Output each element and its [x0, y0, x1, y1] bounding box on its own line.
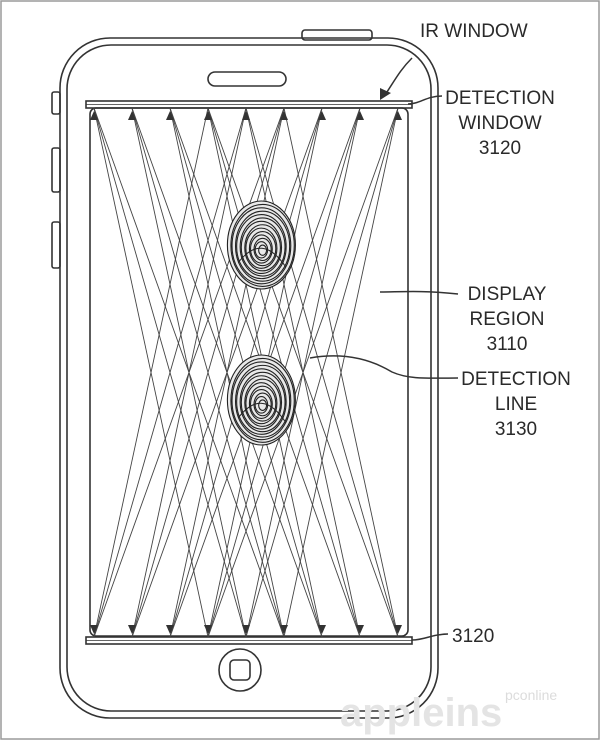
emitter-arrow-top	[166, 111, 174, 120]
emitter-arrow-top	[356, 111, 364, 120]
emitter-arrow-bottom	[242, 625, 250, 634]
fingerprint-ridge	[240, 220, 283, 274]
fingerprint-ridge	[230, 357, 295, 443]
home-button-icon	[218, 648, 262, 692]
display-region-label-line3: 3110	[487, 334, 528, 355]
fingerprint-ridge	[249, 389, 273, 419]
fingerprint-ridge	[245, 227, 278, 269]
detection-line	[245, 107, 399, 638]
emitter-arrow-bottom	[204, 625, 212, 634]
emitter-arrow-top	[280, 111, 288, 120]
detection-line	[131, 107, 323, 638]
emitter-arrow-top	[394, 111, 402, 120]
fingerprint-ridge	[258, 399, 268, 411]
detection-line-label-line2: LINE	[495, 394, 537, 415]
emitter-arrow-top	[128, 111, 136, 120]
emitter-arrow-bottom	[318, 625, 326, 634]
fingerprint-ridge	[234, 210, 291, 282]
emitter-arrow-top	[318, 111, 326, 120]
fingerprint-ridge	[244, 378, 281, 427]
leader-lines	[309, 57, 459, 641]
detection-window-label-line1: DETECTION	[445, 88, 555, 109]
emitter-arrow-bottom	[128, 625, 136, 634]
display-region-label-line1: DISPLAY	[468, 284, 547, 305]
home-button-square	[229, 659, 251, 681]
watermark-main: appleins	[340, 691, 502, 735]
volume-down-button	[51, 221, 61, 269]
detection-line-label-line3: 3130	[495, 419, 537, 440]
emitter-arrow-top	[204, 111, 212, 120]
emitter-arrow-bottom	[394, 625, 402, 634]
detection-window-bottom	[85, 636, 413, 645]
detection-line	[93, 107, 285, 638]
detection-line-label-line1: DETECTION	[461, 369, 571, 390]
detection-line	[283, 107, 399, 638]
fingerprint-icon	[226, 200, 296, 290]
fingerprint-ridge	[236, 368, 287, 435]
ir-window-label: IR WINDOW	[420, 21, 528, 42]
watermark-secondary: pconline	[505, 687, 557, 703]
detection-line	[93, 107, 209, 638]
emitter-arrow-top	[242, 111, 250, 120]
fingerprint-ridge	[249, 234, 273, 264]
fingerprint-ridge	[248, 230, 277, 267]
fingerprint-ridge	[244, 224, 281, 272]
detection-line	[207, 107, 399, 638]
fingerprint-ridge	[258, 244, 268, 256]
emitter-arrow-bottom	[356, 625, 364, 634]
fingerprint-ridge	[231, 207, 292, 285]
speaker-slot-icon	[207, 71, 287, 87]
volume-up-button	[51, 147, 61, 193]
fingerprint-ridge	[239, 371, 286, 433]
fingerprint-ridge	[245, 382, 278, 425]
detection-line	[131, 107, 285, 638]
detection-window-label-line3: 3120	[479, 138, 521, 159]
fingerprint-icon	[226, 354, 296, 446]
fingerprint-ridge	[231, 361, 292, 441]
bottom-detection-window-label: 3120	[452, 626, 494, 647]
emitter-arrow-top	[90, 111, 98, 120]
fingerprint-whorl	[237, 402, 287, 423]
fingerprint-ridge	[240, 375, 283, 430]
display-region-label-line2: REGION	[470, 309, 545, 330]
fingerprint-ridge	[236, 214, 287, 280]
emitter-arrow-bottom	[166, 625, 174, 634]
detection-line	[93, 107, 247, 638]
detection-window-top	[85, 100, 413, 109]
emitter-arrows	[90, 111, 402, 634]
mute-switch	[51, 91, 61, 115]
emitter-arrow-bottom	[280, 625, 288, 634]
fingerprint-ridge	[234, 364, 291, 438]
power-button	[301, 29, 373, 41]
fingerprint-whorl	[237, 247, 287, 268]
detection-window-label-line2: WINDOW	[458, 113, 541, 134]
emitter-arrow-bottom	[90, 625, 98, 634]
fingerprint-ridge	[230, 203, 295, 287]
fingerprint-ridge	[239, 217, 286, 277]
fingerprint-ridge	[248, 385, 277, 422]
